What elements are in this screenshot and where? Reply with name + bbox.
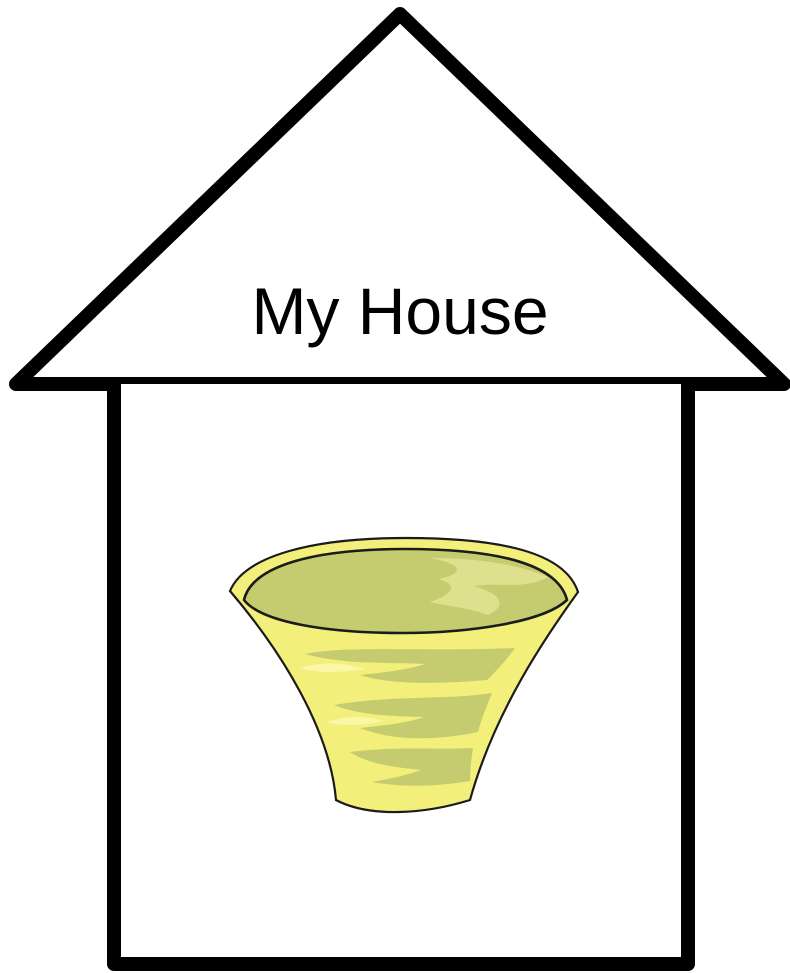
house-title: My House [0,278,790,344]
basket-opening [244,549,567,633]
